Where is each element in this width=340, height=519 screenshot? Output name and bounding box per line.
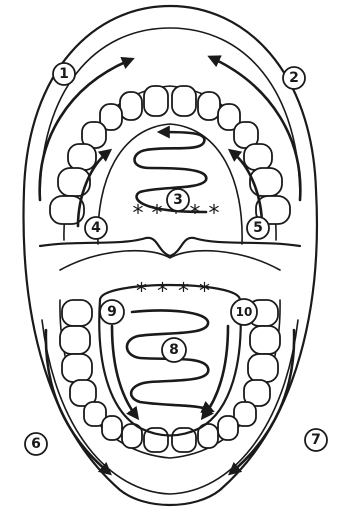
svg-text:2: 2 <box>289 70 299 86</box>
svg-text:1: 1 <box>59 66 69 82</box>
lower-stars: **** <box>136 280 220 305</box>
svg-text:7: 7 <box>311 432 321 448</box>
badge-8: 8 <box>162 338 186 362</box>
svg-text:4: 4 <box>91 220 101 236</box>
badge-2: 2 <box>283 67 305 89</box>
svg-text:6: 6 <box>31 436 41 452</box>
svg-text:9: 9 <box>107 304 117 320</box>
badge-9: 9 <box>100 300 124 324</box>
soft-palate-uvula <box>40 238 300 256</box>
svg-text:8: 8 <box>169 342 179 358</box>
svg-text:5: 5 <box>253 220 263 236</box>
svg-text:10: 10 <box>236 305 253 319</box>
badge-5: 5 <box>247 217 269 239</box>
badge-6: 6 <box>25 433 47 455</box>
badge-4: 4 <box>85 217 107 239</box>
badge-3: 3 <box>167 189 189 211</box>
badge-7: 7 <box>305 429 327 451</box>
badge-1: 1 <box>53 63 75 85</box>
svg-text:3: 3 <box>173 192 183 208</box>
oropharynx-divider <box>60 251 280 270</box>
badge-10: 10 <box>231 299 257 325</box>
